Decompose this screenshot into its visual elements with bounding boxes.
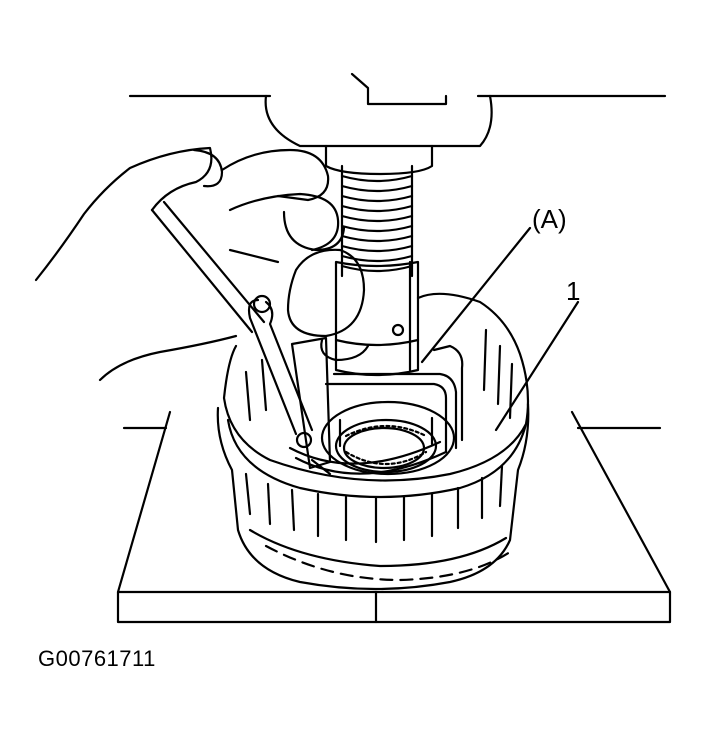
- snap-ring-pliers: [247, 294, 332, 476]
- threaded-shaft: [340, 164, 414, 278]
- callout-1-label: 1: [566, 276, 581, 306]
- press-ram-head: [264, 72, 493, 176]
- hand: [34, 146, 370, 382]
- leader-lines: [420, 226, 580, 432]
- clutch-drum: [216, 292, 530, 591]
- compressor-tool-a: [288, 344, 464, 475]
- work-board: [116, 410, 672, 624]
- callout-a-label: (A): [532, 204, 567, 234]
- figure-code: G00761711: [38, 646, 156, 671]
- spring-retainer: [320, 400, 456, 476]
